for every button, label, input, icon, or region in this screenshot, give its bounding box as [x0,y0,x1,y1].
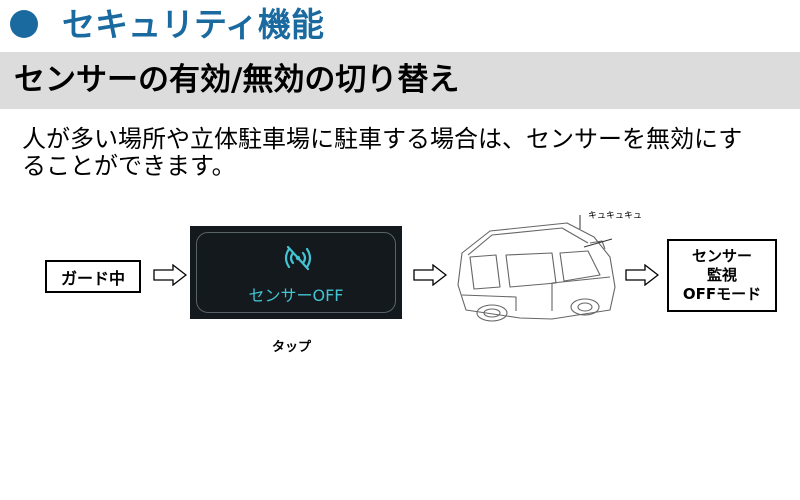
arrow-right-icon [625,264,659,286]
chirp-sound-label: キュキュキュ [588,211,643,221]
guard-status-label: ガード中 [60,268,125,288]
sensor-off-button[interactable] [196,232,396,313]
title-band [0,52,800,109]
body-text: 人が多い場所や立体駐車場に駐車する場合は、センサーを無効にすることができます。 [22,125,743,180]
sensor-off-icon [284,245,312,271]
arrow-right-icon [153,264,187,286]
section-title: セキュリティ機能 [62,5,325,44]
arrow-right-icon [413,264,447,286]
sensor-screen [190,226,402,319]
sensor-monitor-off-box: センサー 監視 OFFモード [667,239,777,312]
result-line-3: OFFモード [682,285,762,303]
result-line-2: 監視 [706,266,737,284]
guard-status-box: ガード中 [45,260,141,293]
section-bullet-icon [10,10,38,38]
page-title: センサーの有効/無効の切り替え [14,62,460,98]
result-line-1: センサー [691,247,752,265]
car-illustration [457,215,616,322]
tap-label: タップ [272,340,312,355]
sensor-off-label: センサーOFF [248,286,344,305]
